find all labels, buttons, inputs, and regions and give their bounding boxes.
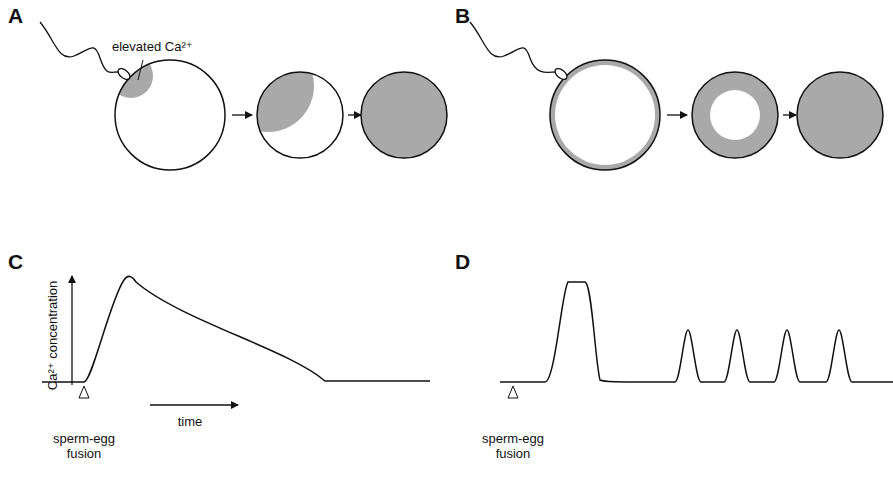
panel-letter: C [8, 250, 23, 274]
panel-letter: A [8, 4, 23, 28]
event-label: sperm-egg fusion [478, 432, 548, 462]
panel-a-eggs [40, 22, 447, 170]
panel-b-eggs [470, 22, 883, 170]
axis-label: time [178, 415, 203, 430]
panel-letter: D [455, 250, 470, 274]
callout-label: elevated Ca²⁺ [112, 40, 193, 55]
event-label: sperm-egg fusion [49, 432, 119, 462]
panel-c-trace [42, 276, 430, 405]
axis-label: Ca²⁺ concentration [47, 280, 62, 389]
panel-letter: B [455, 4, 470, 28]
panel-d-trace [500, 282, 893, 398]
